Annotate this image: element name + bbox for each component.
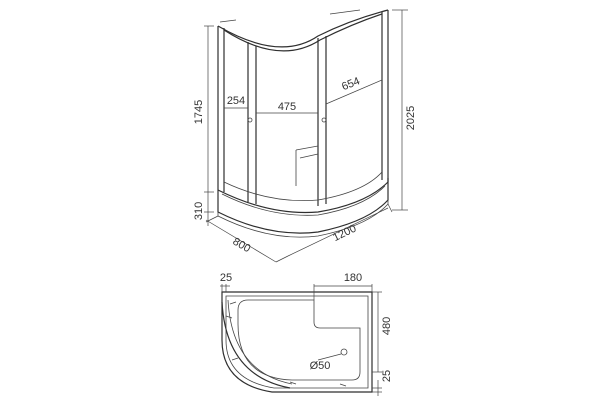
plan-view: Ø50 25 180 480 25	[220, 272, 393, 396]
shower-tray	[217, 178, 389, 238]
dim-panel-height-label: 1745	[193, 100, 205, 124]
dim-right-panel: 654	[325, 75, 383, 105]
dim-bottom-margin: 25	[372, 370, 393, 396]
tray-plan-outline	[221, 291, 373, 393]
dim-top-left-margin: 25	[220, 272, 232, 292]
dim-total-height: 2025	[392, 9, 417, 211]
dim-tray-height-label: 310	[193, 202, 205, 220]
dim-seat-width: 180	[313, 272, 373, 300]
dim-seat-depth: 480	[372, 291, 393, 373]
dim-total-height-label: 2025	[405, 106, 417, 130]
dim-left-panel-label: 254	[227, 95, 245, 107]
dim-bottom-margin-label: 25	[381, 370, 393, 382]
dim-seat-width-label: 180	[344, 272, 362, 284]
dim-top-left-margin-label: 25	[220, 272, 232, 284]
dim-length-label: 1200	[331, 223, 358, 245]
dim-tray-height: 310	[193, 192, 214, 226]
cabin-frame	[217, 9, 389, 206]
drain-icon	[340, 348, 348, 356]
dim-right-panel-label: 654	[340, 75, 362, 93]
elevation-view: 2025 1745 310 254 475 654	[193, 9, 417, 263]
dim-door-opening: 475	[256, 101, 318, 114]
dim-left-panel: 254	[224, 95, 248, 109]
dim-drain-label: Ø50	[310, 360, 331, 372]
dim-door-opening-label: 475	[278, 101, 296, 113]
dim-depth-label: 800	[231, 236, 253, 256]
dim-seat-depth-label: 480	[381, 317, 393, 335]
dim-panel-height: 1745	[193, 25, 214, 193]
